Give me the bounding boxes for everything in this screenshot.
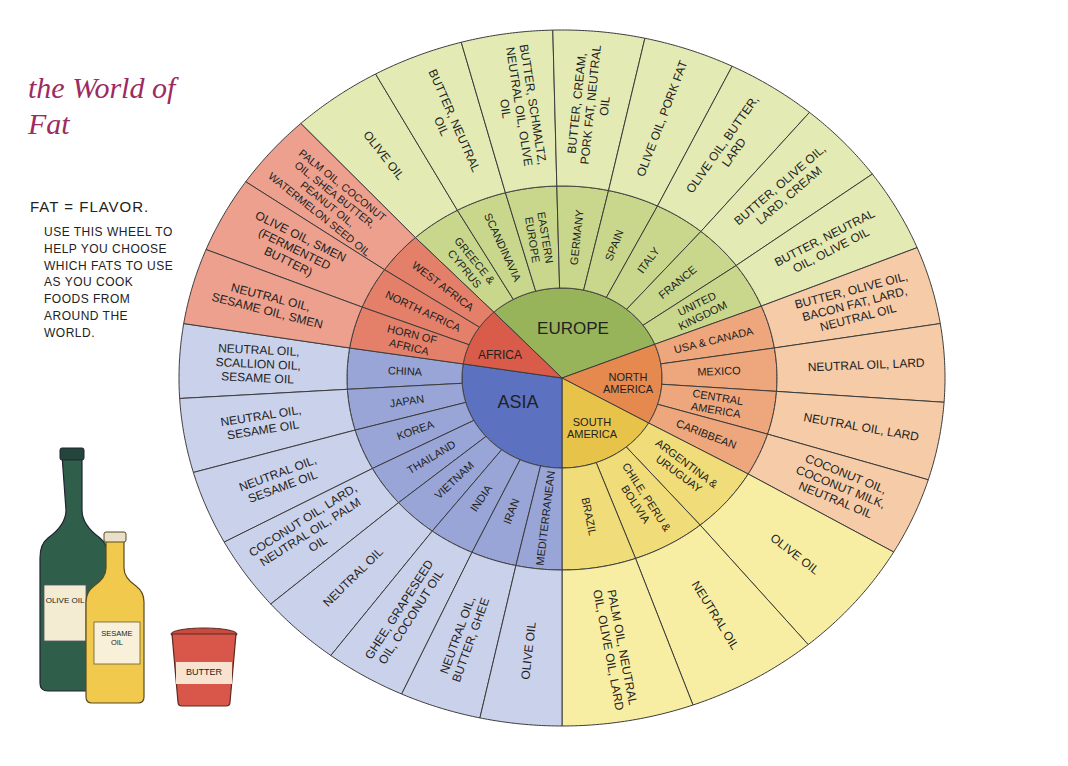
cup-label-text: BUTTER — [177, 667, 231, 677]
wedge-fill — [350, 307, 469, 364]
wedge-fill — [505, 186, 559, 291]
wedge-fill — [461, 30, 557, 193]
note: USE THIS WHEEL TO HELP YOU CHOOSE WHICH … — [44, 224, 174, 342]
continent-name: AFRICA — [472, 349, 528, 363]
continent-name: NORTH AMERICA — [596, 371, 660, 396]
fat-segment: NEUTRAL OIL, LARD — [773, 322, 946, 404]
wedge-shape — [478, 564, 563, 727]
continent-name: EUROPE — [527, 319, 619, 339]
country-segment: HORN OF AFRICA — [348, 306, 471, 365]
bottle-label — [44, 585, 86, 641]
bottle-cap — [104, 532, 126, 542]
continent-name: SOUTH AMERICA — [560, 416, 624, 441]
wedge-fill — [562, 558, 693, 726]
butter-cup — [172, 634, 236, 706]
wedge-fill — [774, 324, 945, 403]
continent-name: ASIA — [483, 392, 553, 413]
fat-list: NEUTRAL OIL, SCALLION OIL, SESAME OIL — [190, 341, 326, 388]
tagline: FAT = FLAVOR. — [30, 198, 205, 216]
bottle-cap — [60, 448, 84, 460]
cup-label — [176, 662, 232, 684]
fat-segment: PALM OIL, NEUTRAL OIL, OLIVE OIL, LARD — [561, 557, 694, 727]
wedge-fill — [184, 250, 362, 348]
wedge-fill — [562, 463, 636, 570]
sesame-oil-bottle — [86, 540, 144, 703]
title: the World of Fat — [28, 70, 203, 142]
wedge-fill — [480, 566, 562, 726]
bottle-label-text: SESAME OIL — [95, 630, 139, 647]
bottle-label — [94, 622, 140, 664]
fat-segment: OLIVE OIL — [478, 564, 563, 727]
wedge-fill — [516, 466, 562, 570]
country-segment: MEDITERRANEAN — [514, 464, 563, 571]
bottle-label-text: OLIVE OIL — [45, 596, 85, 605]
